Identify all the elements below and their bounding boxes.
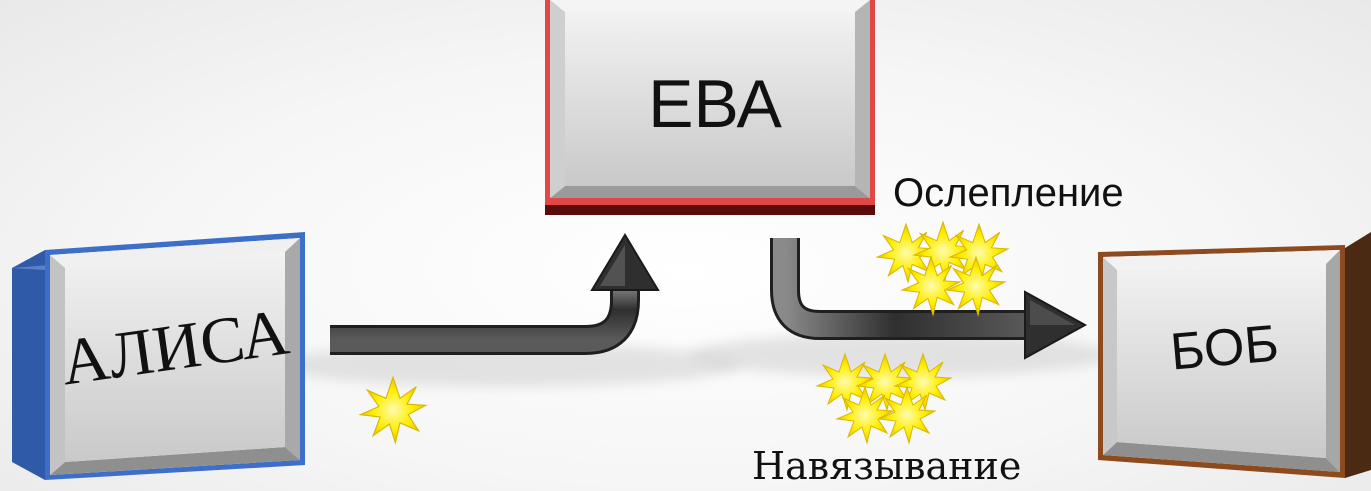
alice-to-eve-arrow xyxy=(330,233,660,355)
blinding-burst-cluster-icon xyxy=(876,221,1009,316)
eve-to-bob-arrow xyxy=(770,238,1088,360)
eve-box xyxy=(545,0,875,215)
blinding-label: Ослепление xyxy=(893,171,1124,215)
bob-box xyxy=(1098,232,1371,478)
photon-burst-icon xyxy=(359,376,427,444)
injection-label: Навязывание xyxy=(752,444,1022,488)
eve-label: ЕВА xyxy=(648,66,782,142)
alice-box xyxy=(12,232,305,480)
